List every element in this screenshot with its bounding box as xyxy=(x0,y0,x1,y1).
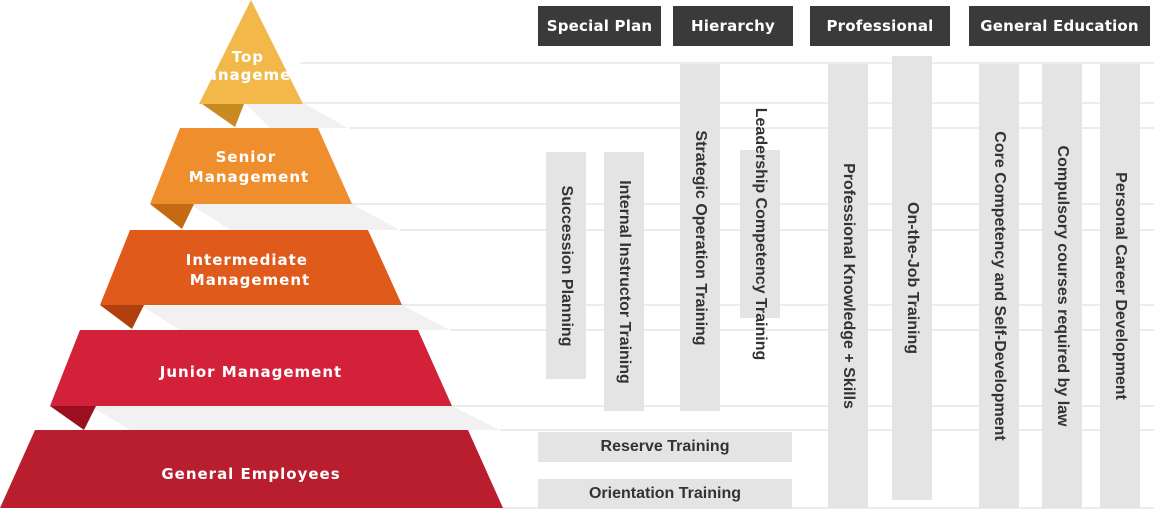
category-hierarchy: Hierarchy xyxy=(673,6,793,46)
tier-junior-label: Junior Management xyxy=(159,363,342,381)
tier-general-label: General Employees xyxy=(161,465,340,483)
program-orientation-training: Orientation Training xyxy=(538,479,792,509)
program-reserve-training: Reserve Training xyxy=(538,432,792,462)
program-personal-career-development: Personal Career Development xyxy=(1100,64,1140,508)
program-label: Personal Career Development xyxy=(1112,172,1129,400)
program-label: Compulsory courses required by law xyxy=(1054,145,1071,427)
program-label: Professional Knowledge + Skills xyxy=(840,163,857,409)
program-label: Succession Planning xyxy=(558,185,575,346)
tier-shadow xyxy=(100,305,144,329)
tier-backdrop xyxy=(140,305,450,330)
tier-senior-shape xyxy=(150,128,352,204)
tier-general-shape xyxy=(0,430,503,508)
tier-backdrop xyxy=(190,204,400,230)
program-leadership-competency-training: Leadership Competency Training xyxy=(740,108,780,360)
tier-intermediate-label: Intermediate Management xyxy=(186,251,314,289)
category-general-education: General Education xyxy=(969,6,1150,46)
tier-junior-shape xyxy=(50,330,452,406)
program-on-the-job-training: On-the-Job Training xyxy=(892,56,932,500)
program-professional-knowledge-skills: Professional Knowledge + Skills xyxy=(828,64,868,508)
program-label: On-the-Job Training xyxy=(904,202,921,354)
program-core-competency: Core Competency and Self-Development xyxy=(979,64,1019,508)
tier-senior-label: Senior Management xyxy=(189,148,309,186)
pyramid: Top Management Senior Management Interme… xyxy=(0,0,503,508)
category-special-plan: Special Plan xyxy=(538,6,661,46)
program-internal-instructor-training: Internal Instructor Training xyxy=(604,152,644,411)
tier-backdrop xyxy=(90,406,500,430)
program-label: Leadership Competency Training xyxy=(752,107,769,361)
program-strategic-operation-training: Strategic Operation Training xyxy=(680,64,720,411)
tier-shadow xyxy=(50,406,96,430)
program-label: Internal Instructor Training xyxy=(616,179,633,384)
program-label: Strategic Operation Training xyxy=(692,129,709,346)
tier-top-shape xyxy=(199,0,303,104)
category-professional: Professional xyxy=(810,6,950,46)
program-succession-planning: Succession Planning xyxy=(546,152,586,379)
tier-intermediate-shape xyxy=(100,230,402,305)
tier-shadow xyxy=(150,204,194,229)
tier-backdrop xyxy=(245,103,348,128)
program-label: Core Competency and Self-Development xyxy=(991,131,1008,441)
tier-shadow xyxy=(202,104,244,127)
program-compulsory-courses: Compulsory courses required by law xyxy=(1042,64,1082,508)
tier-top-label: Top Management xyxy=(191,48,311,84)
